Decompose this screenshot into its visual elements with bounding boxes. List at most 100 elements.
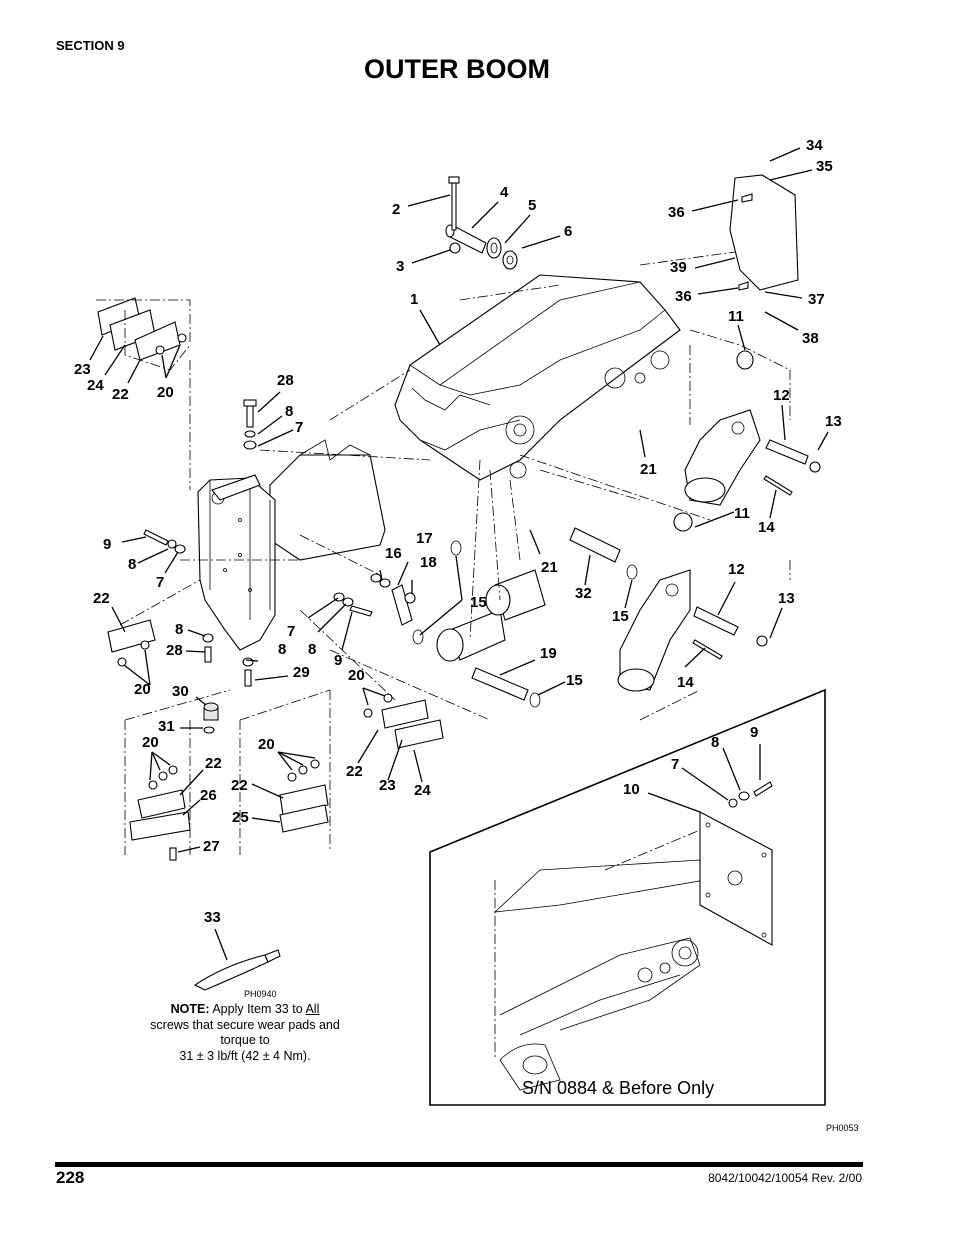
- callout: 31: [158, 718, 175, 735]
- callout: 14: [677, 674, 694, 691]
- page-number: 228: [56, 1168, 85, 1187]
- callout: 33: [204, 909, 221, 926]
- bumper-part-30: [203, 702, 219, 734]
- footer-rule: [55, 1162, 863, 1167]
- callout: 35: [816, 158, 833, 175]
- callout: 12: [773, 387, 790, 404]
- callout: 22: [205, 755, 222, 772]
- note-label: NOTE:: [170, 1002, 210, 1016]
- bolt-washer-set: [728, 781, 773, 808]
- outer-boom-part-1: [394, 274, 681, 481]
- callout: 17: [416, 530, 433, 547]
- callout: 4: [500, 184, 509, 201]
- callout: 7: [156, 574, 164, 591]
- callout: 34: [806, 137, 823, 154]
- callout: 39: [670, 259, 687, 276]
- callout: 21: [640, 461, 657, 478]
- callout: 15: [612, 608, 629, 625]
- callout: 20: [134, 681, 151, 698]
- callout: 1: [410, 291, 418, 308]
- snap-ring-part-15-b: [412, 629, 424, 645]
- revision-code: 8042/10042/10054 Rev. 2/00: [708, 1171, 862, 1185]
- sleeve-parts: [436, 569, 546, 662]
- callout: 14: [758, 519, 775, 536]
- bracket-part-17: [391, 584, 413, 626]
- callout: 8: [278, 641, 286, 658]
- callout: 6: [564, 223, 572, 240]
- thread-locker-tube-part-33: [193, 949, 281, 991]
- plate-part-10: [699, 811, 773, 946]
- callout: 20: [157, 384, 174, 401]
- callout: 22: [231, 777, 248, 794]
- callout: 11: [734, 505, 750, 522]
- callout: 38: [802, 330, 819, 347]
- callout: 8: [308, 641, 316, 658]
- callout: 36: [668, 204, 685, 221]
- page-title: OUTER BOOM: [364, 54, 550, 84]
- pin-part-14-b: [692, 639, 723, 660]
- callout-labels: 34 35 2 4 5 36 6 3 39 36 37 1 11 38 23 2…: [74, 137, 842, 926]
- wear-pad-left-middle: [107, 619, 156, 667]
- callout: 8: [175, 621, 183, 638]
- callout: 7: [287, 623, 295, 640]
- callout: 10: [623, 781, 640, 798]
- bushing-part-11-a: [736, 350, 754, 370]
- callout: 15: [470, 594, 487, 611]
- callout: 32: [575, 585, 592, 602]
- boom-section-stub: [269, 439, 386, 561]
- callout: 24: [87, 377, 104, 394]
- callout: 25: [232, 809, 249, 826]
- callout: 13: [825, 413, 842, 430]
- callout: 37: [808, 291, 825, 308]
- callout: 8: [285, 403, 293, 420]
- callout: 9: [103, 536, 111, 553]
- callout: 29: [293, 664, 310, 681]
- callout: 16: [385, 545, 402, 562]
- callout: 7: [295, 419, 303, 436]
- callout: 12: [728, 561, 745, 578]
- callout: 2: [392, 201, 400, 218]
- nut-part-13-a: [809, 461, 821, 473]
- pin-part-32: [569, 527, 621, 563]
- wear-pad-note: NOTE: Apply Item 33 to All screws that s…: [150, 1002, 340, 1064]
- pin-part-14-a: [763, 475, 793, 496]
- callout: 8: [711, 734, 719, 751]
- section-label: SECTION 9: [56, 38, 125, 53]
- callout: 5: [528, 197, 536, 214]
- callout: 20: [348, 667, 365, 684]
- callout: 20: [142, 734, 159, 751]
- wear-pad-right-middle: [363, 693, 444, 749]
- note-underlined: All: [305, 1002, 320, 1016]
- callout: 22: [93, 590, 110, 607]
- callout: 23: [379, 777, 396, 794]
- callout: 22: [346, 763, 363, 780]
- snap-ring-part-15-c: [626, 564, 638, 580]
- bushing-part-11-b: [673, 512, 693, 532]
- boom-head: [197, 474, 276, 651]
- wear-pad-bottom-left: [129, 765, 191, 861]
- callout: 27: [203, 838, 220, 855]
- washers-part-5-6: [486, 237, 518, 270]
- cover-plate-part-39: [729, 174, 799, 291]
- note-torque: 31 ± 3 lb/ft (42 ± 4 Nm).: [179, 1048, 311, 1063]
- snap-ring-part-15-d: [529, 692, 541, 708]
- note-text-before: Apply Item 33 to: [212, 1002, 303, 1016]
- callout: 9: [750, 724, 758, 741]
- note-text-after: screws that secure wear pads and torque …: [150, 1017, 340, 1048]
- callout: 21: [541, 559, 558, 576]
- snap-ring-part-15-a: [450, 540, 462, 556]
- callout: 18: [420, 554, 437, 571]
- callout: 3: [396, 258, 404, 275]
- nut-part-18: [404, 592, 416, 604]
- leader-lines: [89, 147, 829, 961]
- photo-ref-main: PH0053: [826, 1123, 859, 1133]
- callout: 30: [172, 683, 189, 700]
- callout: 22: [112, 386, 129, 403]
- cylinder-lower: [617, 569, 691, 692]
- top-bolt-set: [243, 399, 257, 450]
- callout: 7: [671, 756, 679, 773]
- side-bolt-set: [333, 592, 373, 617]
- inset-boom-drawing: [493, 815, 706, 1091]
- callout: 28: [166, 642, 183, 659]
